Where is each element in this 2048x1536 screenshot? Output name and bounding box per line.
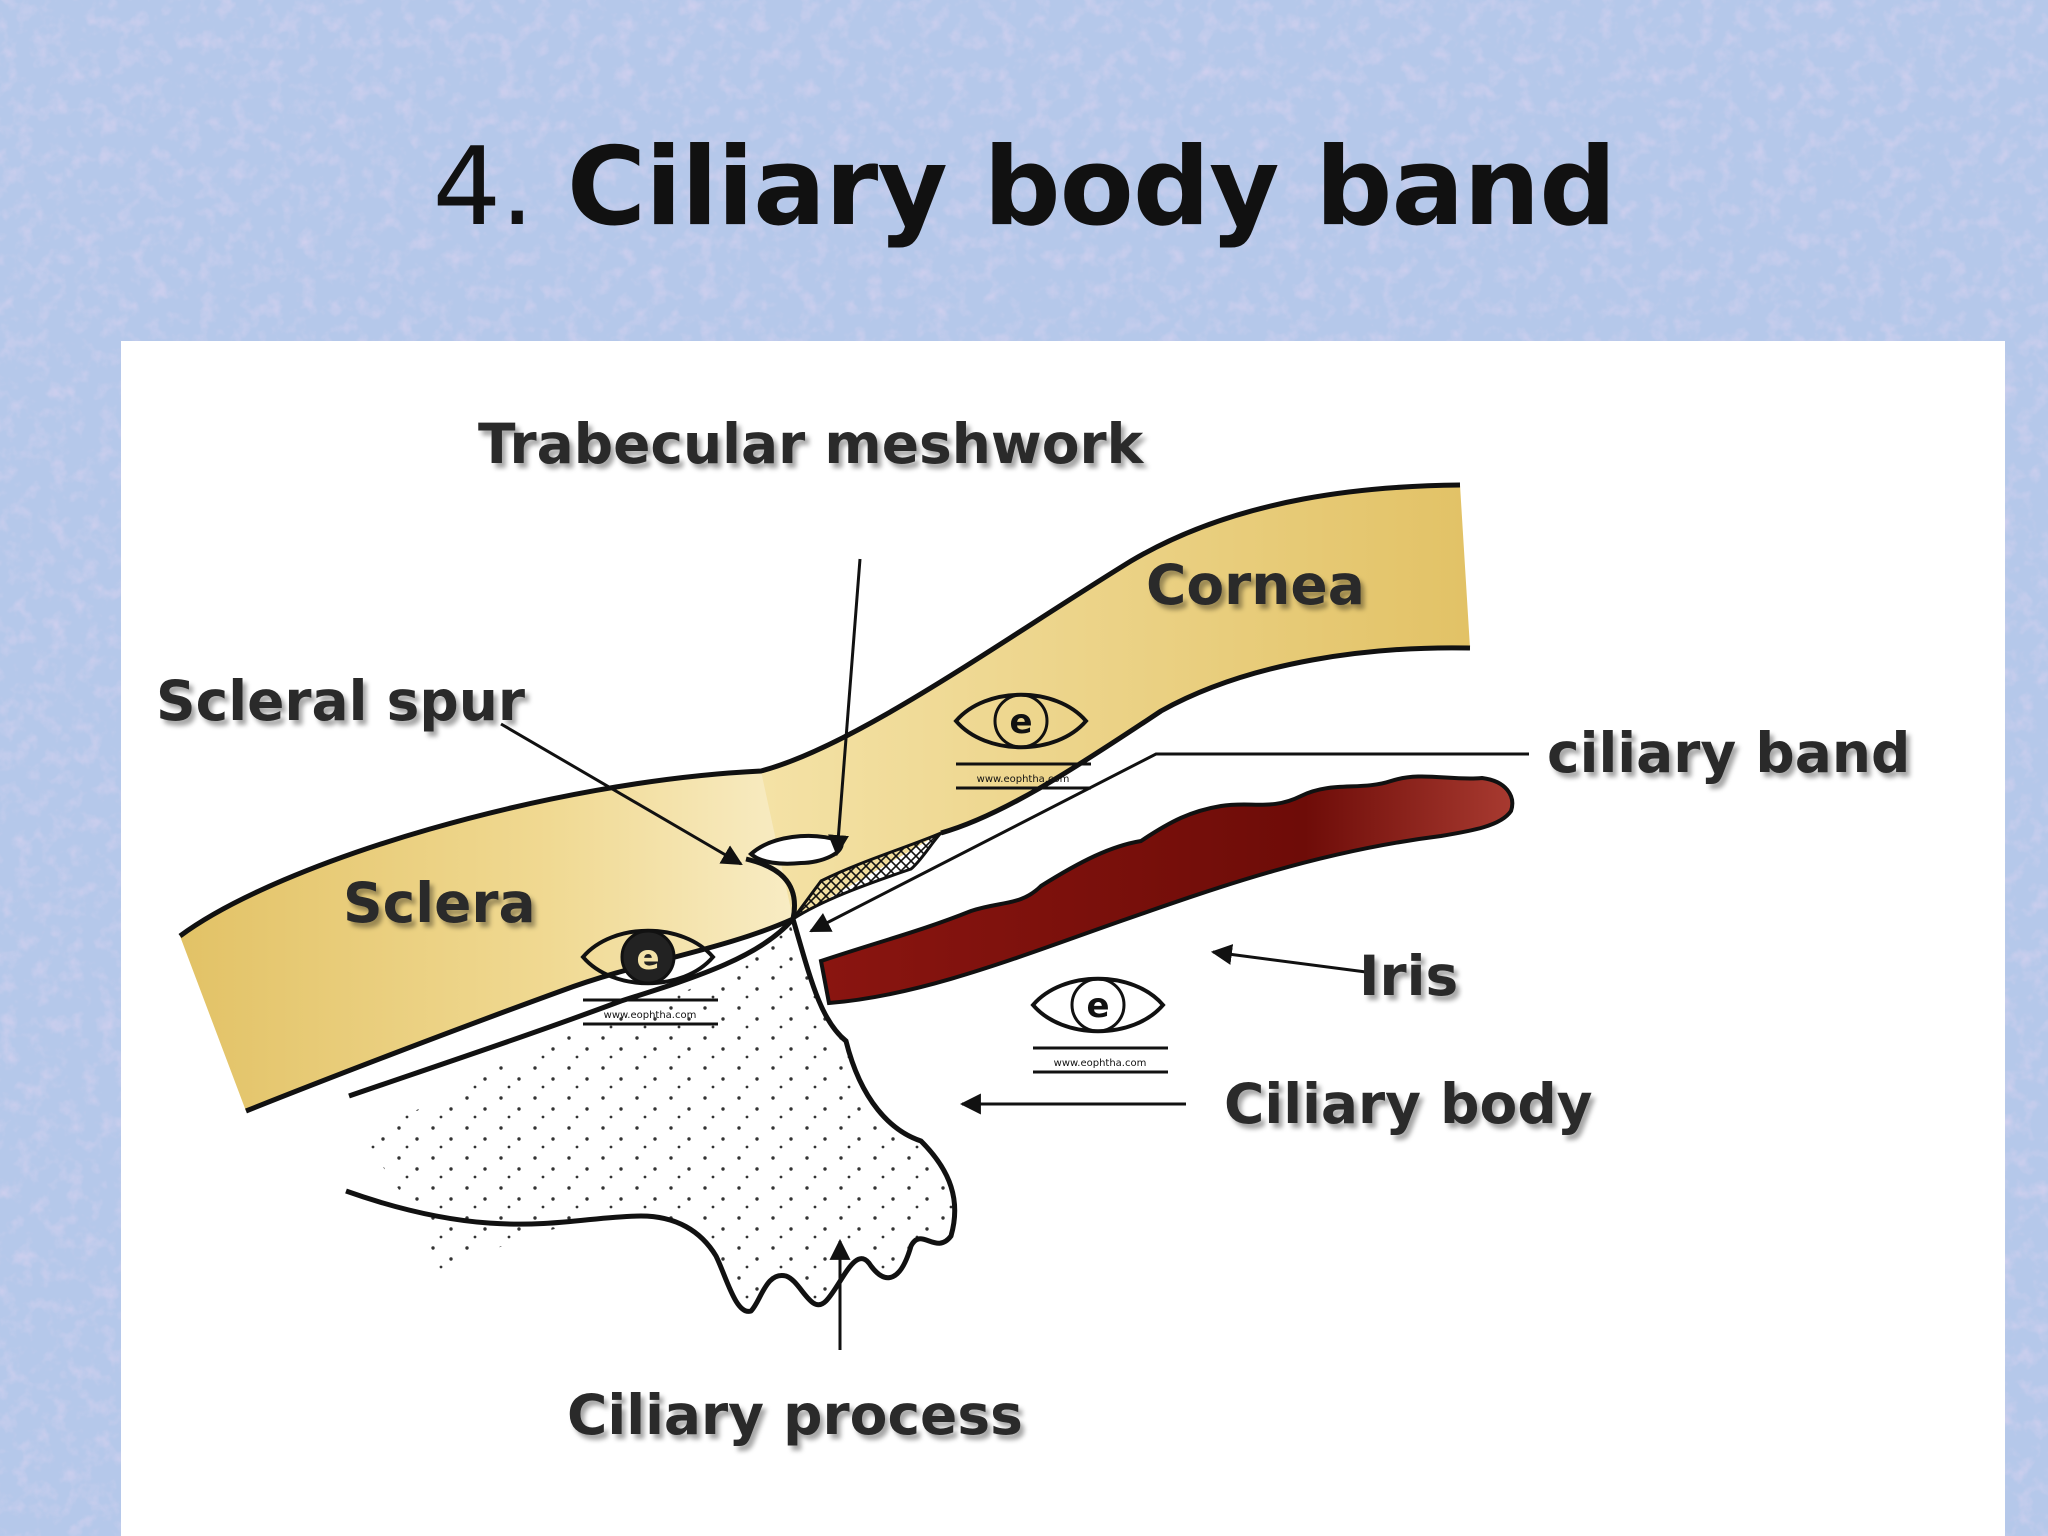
slide-title-number: 4.: [432, 125, 534, 250]
watermark-1-url: www.eophtha.com: [977, 774, 1070, 785]
watermark-3-url: www.eophtha.com: [1054, 1058, 1147, 1069]
label-sclera: Sclera: [343, 871, 536, 935]
ciliary-body-stipple: [356, 921, 955, 1312]
outer-limbus-line: [178, 482, 1461, 939]
iris-shape: [818, 774, 1515, 1006]
trabecular-meshwork: [791, 831, 943, 921]
label-scleral-spur: Scleral spur: [156, 669, 525, 733]
angle-anatomy-diagram: e www.eophtha.com e www.eophtha.com e ww…: [156, 412, 1910, 1447]
ciliary-body-outline: [345, 917, 958, 1314]
ciliary-band-pointer: [809, 752, 1529, 933]
watermark-2: e www.eophtha.com: [580, 928, 718, 1026]
watermark-1: e www.eophtha.com: [953, 692, 1091, 790]
watermark-2-url: www.eophtha.com: [604, 1010, 697, 1021]
scleral-spur-pointer: [500, 722, 743, 866]
sclera-inner-line: [245, 916, 795, 1114]
label-trabecular-meshwork: Trabecular meshwork: [478, 412, 1145, 476]
label-cornea: Cornea: [1146, 553, 1365, 617]
trabecular-meshwork-pointer: [828, 558, 862, 857]
watermark-3-letter: e: [1086, 986, 1109, 1026]
inner-cornea-line: [940, 645, 1471, 836]
slide-title: 4. Ciliary body band: [0, 118, 2048, 258]
sclera-region: [180, 771, 793, 1111]
label-ciliary-body: Ciliary body: [1224, 1072, 1593, 1136]
watermark-3: e www.eophtha.com: [1030, 976, 1168, 1074]
watermark-1-letter: e: [1009, 702, 1032, 742]
label-iris: Iris: [1359, 944, 1458, 1008]
watermark-2-letter: e: [636, 938, 659, 978]
label-ciliary-band: ciliary band: [1547, 721, 1910, 785]
slide-title-text: Ciliary body band: [566, 125, 1617, 250]
scleral-spur-shape: [745, 856, 797, 920]
label-ciliary-process: Ciliary process: [567, 1383, 1023, 1447]
iris-pointer: [1210, 944, 1367, 974]
